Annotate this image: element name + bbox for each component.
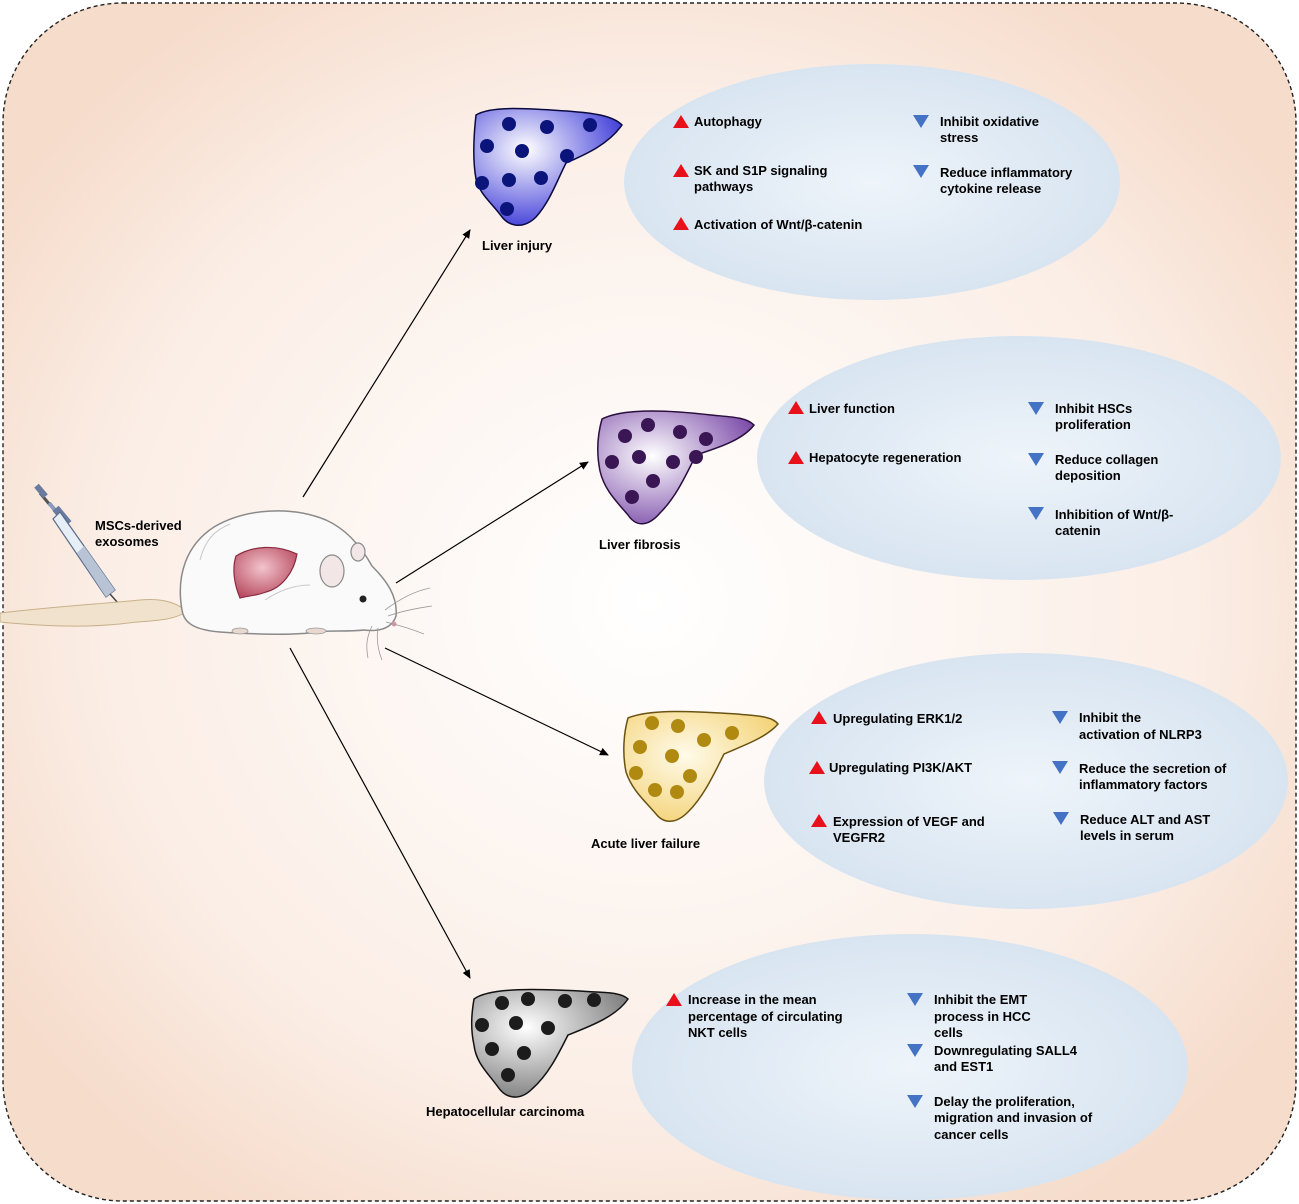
down-triangle-icon [1028, 453, 1044, 466]
liver-fibrosis-title: Liver fibrosis [599, 537, 681, 552]
injury-up-3: Activation of Wnt/β-catenin [694, 217, 863, 232]
mouse-liver-icon [233, 546, 298, 599]
injury-up-1: Autophagy [694, 114, 762, 129]
up-triangle-icon [788, 451, 804, 464]
down-triangle-icon [1052, 761, 1068, 774]
down-triangle-icon [1053, 812, 1069, 825]
mouse-illustration [0, 510, 433, 661]
injury-up-2-line2: pathways [694, 179, 754, 194]
down-triangle-icon [1028, 507, 1044, 520]
up-triangle-icon [673, 164, 689, 177]
failure-down-1-line2: activation of NLRP3 [1079, 727, 1202, 742]
failure-up-3-line1: Expression of VEGF and [833, 814, 985, 829]
down-triangle-icon [913, 165, 929, 178]
fibrosis-up-2: Hepatocyte regeneration [809, 450, 962, 465]
hcc-down-3-line3: cancer cells [934, 1127, 1009, 1142]
failure-down-3-line1: Reduce ALT and AST [1080, 812, 1211, 827]
ellipse-liver-fibrosis [757, 336, 1281, 580]
fibrosis-down-2-line2: deposition [1055, 468, 1121, 483]
injury-down-1-line2: stress [940, 130, 979, 145]
hcc-title: Hepatocellular carcinoma [426, 1104, 585, 1119]
hcc-down-1-line1: Inhibit the EMT [934, 992, 1028, 1007]
failure-up-3-line2: VEGFR2 [833, 830, 886, 845]
up-triangle-icon [673, 217, 689, 230]
down-triangle-icon [1052, 711, 1068, 724]
acute-liver-failure-title: Acute liver failure [591, 836, 701, 851]
hcc-down-1-line2: process in HCC [934, 1009, 1031, 1024]
hcc-down-3-line2: migration and invasion of [934, 1110, 1093, 1125]
up-triangle-icon [673, 115, 689, 128]
fibrosis-down-2-line1: Reduce collagen [1055, 452, 1159, 467]
arrow-to-liver-fibrosis [395, 461, 589, 584]
down-triangle-icon [913, 115, 929, 128]
hcc-up-1-line2: percentage of circulating [688, 1009, 843, 1024]
liver-injury-icon [472, 107, 623, 226]
up-triangle-icon [788, 401, 804, 414]
failure-down-1-line1: Inhibit the [1079, 710, 1142, 725]
liver-failure-icon [623, 710, 779, 822]
up-triangle-icon [811, 711, 827, 724]
hcc-up-1-line1: Increase in the mean [688, 992, 817, 1007]
liver-fibrosis-icon [597, 410, 755, 525]
liver-injury-title: Liver injury [482, 238, 553, 253]
syringe-icon [34, 483, 127, 613]
ellipse-acute-liver-failure [764, 653, 1288, 909]
hcc-down-1-line3: cells [934, 1025, 963, 1040]
injury-down-2-line1: Reduce inflammatory [940, 165, 1073, 180]
up-triangle-icon [666, 993, 682, 1006]
failure-up-2: Upregulating PI3K/AKT [829, 760, 973, 775]
fibrosis-down-3-line2: catenin [1055, 523, 1101, 538]
arrow-to-hcc [289, 647, 471, 979]
injury-up-2-line1: SK and S1P signaling [694, 163, 828, 178]
hcc-down-2-line1: Downregulating SALL4 [934, 1043, 1077, 1058]
hcc-down-3-line1: Delay the proliferation, [934, 1094, 1075, 1109]
hcc-up-1-line3: NKT cells [688, 1025, 748, 1040]
fibrosis-up-1: Liver function [809, 401, 895, 416]
down-triangle-icon [907, 993, 923, 1006]
failure-down-2-line2: inflammatory factors [1079, 777, 1208, 792]
ellipse-liver-injury [624, 64, 1120, 300]
failure-up-1: Upregulating ERK1/2 [833, 711, 963, 726]
up-triangle-icon [811, 814, 827, 827]
injury-down-1-line1: Inhibit oxidative [940, 114, 1039, 129]
ellipse-hcc [632, 934, 1188, 1200]
down-triangle-icon [907, 1044, 923, 1057]
hcc-down-2-line2: and EST1 [934, 1059, 994, 1074]
fibrosis-down-1-line2: proliferation [1055, 417, 1131, 432]
down-triangle-icon [907, 1095, 923, 1108]
fibrosis-down-3-line1: Inhibition of Wnt/β- [1055, 507, 1174, 522]
liver-hcc-icon [470, 988, 629, 1098]
failure-down-2-line1: Reduce the secretion of [1079, 761, 1227, 776]
injection-label-line2: exosomes [95, 534, 159, 549]
fibrosis-down-1-line1: Inhibit HSCs [1055, 401, 1133, 416]
injury-down-2-line2: cytokine release [940, 181, 1042, 196]
arrow-to-acute-liver-failure [384, 647, 609, 756]
down-triangle-icon [1028, 402, 1044, 415]
up-triangle-icon [809, 761, 825, 774]
injection-label-line1: MSCs-derived [95, 518, 182, 533]
failure-down-3-line2: levels in serum [1080, 828, 1174, 843]
arrow-to-liver-injury [302, 229, 471, 498]
